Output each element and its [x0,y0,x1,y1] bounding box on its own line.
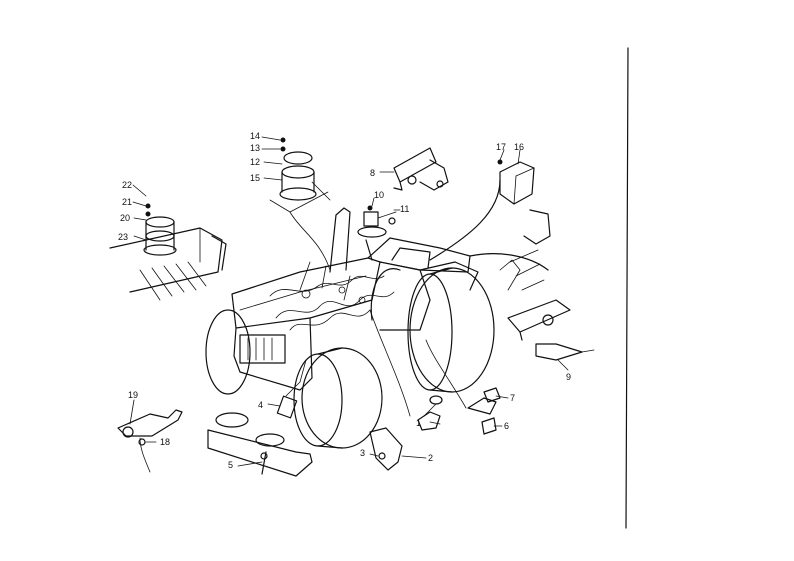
left-panel-bracket [109,227,227,301]
callout-21: 21 [122,197,132,207]
callout-5: 5 [228,460,233,470]
front-wheel-left [205,309,251,395]
callout-numbers: 1 2 3 4 5 6 7 8 9 10 11 12 13 14 15 16 1… [118,131,571,470]
callout-14: 14 [250,131,260,141]
rear-wheel-left [370,268,401,321]
callout-19: 19 [128,390,138,400]
callout-3: 3 [360,448,365,458]
horn-bracket [507,299,595,361]
callout-15: 15 [250,173,260,183]
callout-20: 20 [120,213,130,223]
callout-2: 2 [428,453,433,463]
page-border-line [625,47,629,529]
callout-18: 18 [160,437,170,447]
callout-7: 7 [510,393,515,403]
battery-tray [207,359,313,477]
tractor-body [231,207,479,391]
callout-1: 1 [416,418,421,428]
callout-13: 13 [250,143,260,153]
lower-right-components [425,339,501,435]
lamp-housing [497,159,535,205]
callout-17: 17 [496,142,506,152]
switch-bracket [393,147,449,191]
lower-left-switch [117,409,183,473]
callout-11: 11 [400,204,409,214]
callout-23: 23 [118,232,128,242]
callout-4: 4 [258,400,263,410]
lower-center-components [369,309,443,471]
rear-wheel-right [407,267,495,393]
callout-12: 12 [250,157,260,167]
callout-8: 8 [370,168,375,178]
callout-9: 9 [566,372,571,382]
callout-6: 6 [504,421,509,431]
leader-lines [129,136,569,467]
callout-22: 22 [122,180,132,190]
callout-10: 10 [374,190,384,200]
relay-assembly [363,205,397,227]
front-wheel-right [293,347,383,449]
top-gauge-assembly [269,137,331,271]
callout-16: 16 [514,142,524,152]
right-fender-panel [429,179,551,291]
left-gauge-assembly [143,203,177,256]
